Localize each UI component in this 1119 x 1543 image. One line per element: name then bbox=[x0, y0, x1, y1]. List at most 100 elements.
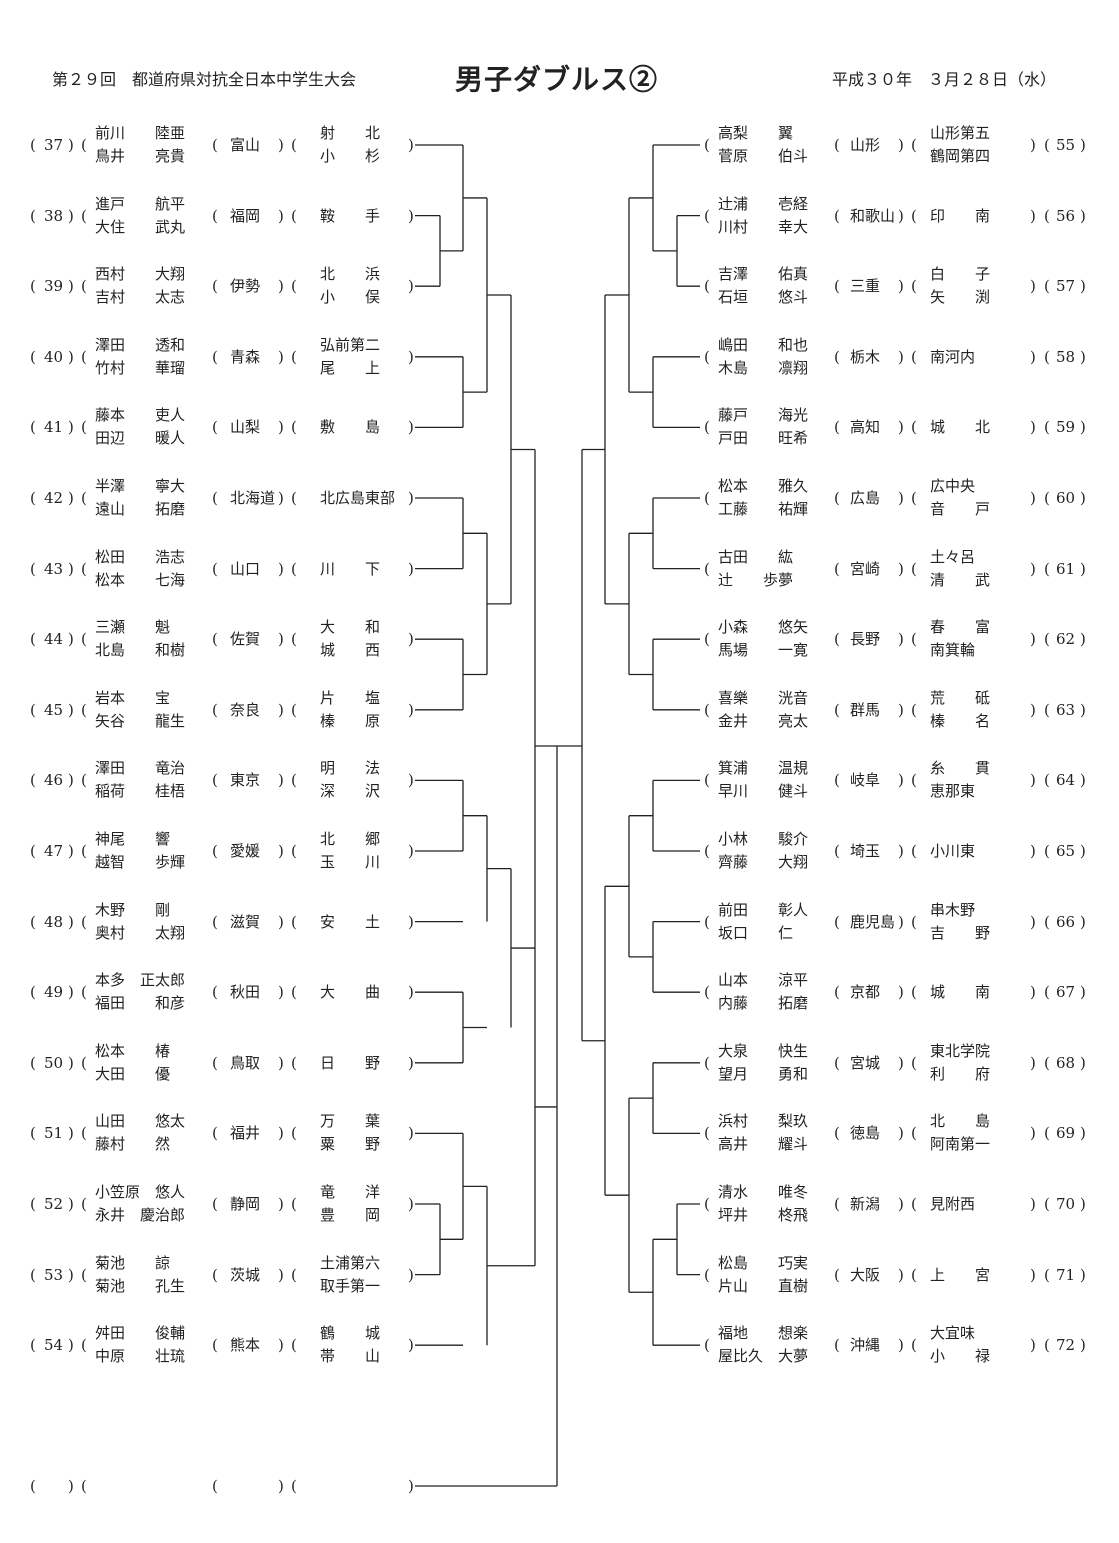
paren-open: ( bbox=[704, 277, 710, 296]
paren-close: ) bbox=[1080, 912, 1086, 931]
player-2-name: 越智 歩輝 bbox=[95, 853, 186, 871]
paren-close: ) bbox=[68, 1124, 74, 1143]
paren-close: ) bbox=[278, 630, 284, 649]
paren-open: ( bbox=[291, 136, 297, 154]
paren-open: ( bbox=[81, 983, 87, 1002]
school-2: 粟 野 bbox=[320, 1135, 381, 1154]
bracket-entry-left: (42)(半澤 寧大遠山 拓磨(北海道)(北広島東部) bbox=[0, 475, 420, 521]
paren-open: ( bbox=[1044, 1124, 1050, 1143]
paren-open: ( bbox=[834, 1195, 840, 1213]
paren-close: ) bbox=[898, 912, 904, 931]
paren-close: ) bbox=[1030, 912, 1036, 931]
paren-close: ) bbox=[898, 700, 904, 719]
school-1: 串木野 bbox=[930, 900, 976, 919]
paren-open: ( bbox=[1044, 1053, 1050, 1072]
paren-close: ) bbox=[278, 1265, 284, 1284]
seed-number: 42 bbox=[44, 489, 64, 507]
bracket-entry-right: (嶋田 和也木島 凛翔(栃木)(南河内)(58) bbox=[0, 334, 1119, 380]
player-1-name: 古田 紘 bbox=[718, 547, 794, 566]
player-1-name: 箕浦 温規 bbox=[718, 759, 809, 778]
paren-close: ) bbox=[408, 700, 414, 719]
player-2-name: 石垣 悠斗 bbox=[718, 288, 809, 307]
paren-close: ) bbox=[1080, 771, 1086, 790]
seed-number: 72 bbox=[1056, 1336, 1076, 1355]
paren-open: ( bbox=[834, 206, 840, 225]
paren-open: ( bbox=[212, 559, 218, 578]
paren-open: ( bbox=[30, 277, 36, 296]
paren-close: ) bbox=[898, 983, 904, 1002]
seed-number: 61 bbox=[1056, 559, 1076, 578]
player-1-name: 山田 悠太 bbox=[95, 1112, 186, 1131]
paren-open: ( bbox=[81, 630, 87, 649]
school-2: 吉 野 bbox=[930, 923, 991, 942]
player-1-name: 三瀬 魁 bbox=[95, 618, 171, 637]
school-2: 深 沢 bbox=[320, 782, 381, 801]
prefecture: 埼玉 bbox=[850, 842, 881, 860]
paren-close: ) bbox=[278, 559, 284, 578]
player-1-name: 小笠原 悠人 bbox=[95, 1183, 186, 1201]
paren-open: ( bbox=[81, 277, 87, 296]
bracket-entry-right: (箕浦 温規早川 健斗(岐阜)(糸 貫恵那東)(64) bbox=[0, 757, 1119, 803]
bracket-entry-left: (53)(菊池 諒菊池 孔生(茨城)(土浦第六取手第一) bbox=[0, 1252, 420, 1298]
bracket-entry-left: (52)(小笠原 悠人永井 慶治郎(静岡)(竜 洋豊 岡) bbox=[0, 1181, 420, 1227]
player-1-name: 高梨 翼 bbox=[718, 124, 794, 142]
paren-open: ( bbox=[291, 206, 297, 225]
paren-open: ( bbox=[81, 700, 87, 719]
paren-open: ( bbox=[1044, 136, 1050, 154]
seed-number: 57 bbox=[1056, 277, 1076, 296]
paren-close: ) bbox=[278, 418, 284, 437]
paren-open: ( bbox=[1044, 912, 1050, 931]
paren-open: ( bbox=[212, 277, 218, 296]
paren-open: ( bbox=[704, 1053, 710, 1072]
prefecture: 奈良 bbox=[230, 700, 261, 719]
prefecture: 東京 bbox=[230, 771, 261, 790]
paren-open: ( bbox=[212, 1336, 218, 1355]
seed-number: 69 bbox=[1056, 1124, 1076, 1143]
bracket-entry-right: (藤戸 海光戸田 旺希(高知)(城 北)(59) bbox=[0, 404, 1119, 450]
seed-number: 63 bbox=[1056, 700, 1076, 719]
paren-open: ( bbox=[30, 489, 36, 507]
paren-open: ( bbox=[1044, 347, 1050, 366]
paren-close: ) bbox=[408, 983, 414, 1002]
player-2-name: 望月 勇和 bbox=[718, 1064, 809, 1083]
seed-number: 52 bbox=[44, 1195, 64, 1213]
school-1: 荒 砥 bbox=[930, 688, 991, 707]
page-header: 第２９回 都道府県対抗全日本中学生大会 男子ダブルス② 平成３０年 ３月２８日（… bbox=[0, 0, 1119, 110]
school-2: 阿南第一 bbox=[930, 1135, 991, 1154]
paren-open: ( bbox=[81, 489, 87, 507]
bracket-entry-left: (54)(舛田 俊輔中原 壮琉(熊本)(鶴 城帯 山) bbox=[0, 1322, 420, 1368]
paren-close: ) bbox=[1080, 630, 1086, 649]
paren-close: ) bbox=[1080, 1265, 1086, 1284]
paren-close: ) bbox=[278, 489, 284, 507]
paren-close: ) bbox=[898, 630, 904, 649]
bracket-entry-right: (福地 想楽屋比久 大夢(沖縄)(大宜味小 禄)(72) bbox=[0, 1322, 1119, 1368]
paren-open: ( bbox=[704, 136, 710, 154]
player-1-name: 松田 浩志 bbox=[95, 547, 186, 566]
paren-close: ) bbox=[408, 347, 414, 366]
school-1: 山形第五 bbox=[930, 124, 991, 142]
bracket-entry-right: (清水 唯冬坪井 柊飛(新潟)(見附西)(70) bbox=[0, 1181, 1119, 1227]
school-1: 見附西 bbox=[930, 1195, 976, 1213]
bracket-entry-right: (喜樂 洸音金井 亮太(群馬)(荒 砥榛 名)(63) bbox=[0, 687, 1119, 733]
paren-open: ( bbox=[834, 489, 840, 507]
paren-open: ( bbox=[81, 559, 87, 578]
school-2: 尾 上 bbox=[320, 358, 381, 377]
paren-close: ) bbox=[898, 1336, 904, 1355]
seed-number: 65 bbox=[1056, 842, 1076, 860]
school-1: 北 郷 bbox=[320, 830, 381, 848]
bracket-entry-blank: ()(()() bbox=[0, 1463, 420, 1509]
prefecture: 宮崎 bbox=[850, 559, 881, 578]
paren-open: ( bbox=[834, 771, 840, 790]
school-2: 榛 名 bbox=[930, 711, 991, 730]
school-1: 安 土 bbox=[320, 912, 381, 931]
prefecture: 大阪 bbox=[850, 1265, 881, 1284]
seed-number: 39 bbox=[44, 277, 64, 296]
paren-close: ) bbox=[408, 418, 414, 437]
player-1-name: 西村 大翔 bbox=[95, 265, 186, 284]
paren-open: ( bbox=[834, 559, 840, 578]
school-1: 北 浜 bbox=[320, 265, 381, 284]
paren-open: ( bbox=[1044, 630, 1050, 649]
paren-open: ( bbox=[291, 771, 297, 790]
paren-open: ( bbox=[81, 842, 87, 860]
paren-open: ( bbox=[704, 842, 710, 860]
